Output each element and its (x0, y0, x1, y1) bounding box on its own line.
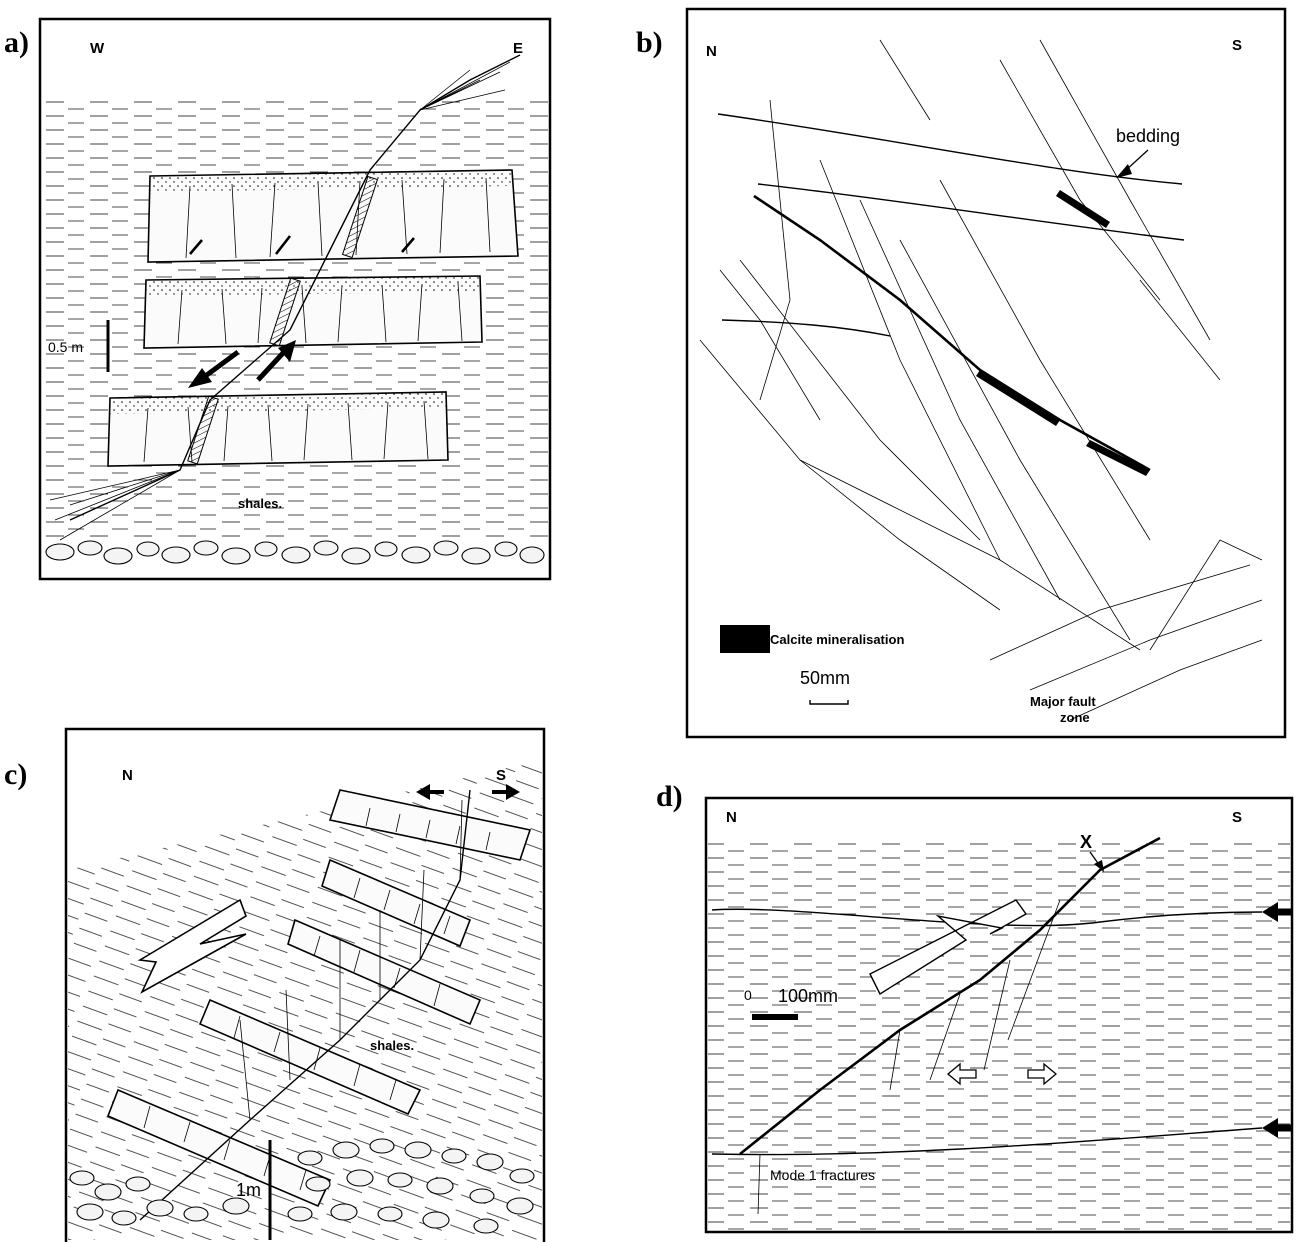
panel-a-scale-label: 0.5 m (48, 339, 83, 355)
panel-b-bedding-label: bedding (1116, 126, 1180, 146)
panel-c-scale-label: 1m (236, 1180, 261, 1200)
panel-d-south-label: S (1232, 809, 1242, 826)
panel-c-shales-label: shales. (370, 1038, 414, 1053)
panel-b-calcite-legend-label: Calcite mineralisation (770, 632, 904, 647)
panel-a-pebble-bed (46, 541, 544, 564)
panel-a-limestone-bed-middle (144, 276, 482, 348)
panel-d-north-label: N (726, 809, 737, 826)
panel-a-shales-label: shales. (238, 496, 282, 511)
panel-b-main-fault (754, 196, 1150, 470)
panel-d-scale-label: 100mm (778, 986, 838, 1006)
panel-a-west-label: W (90, 40, 105, 57)
panel-d-fractures-label: Mode 1 fractures (770, 1167, 875, 1183)
panel-b-north-label: N (706, 43, 717, 60)
panel-b-label: b) (636, 26, 663, 59)
panel-b-calcite-vein-1 (976, 370, 1060, 426)
panel-d-scale-bar (752, 1014, 798, 1020)
panel-b-bedding-line-1 (718, 114, 1182, 184)
panel-d: d) N S X 0 100mm (656, 780, 1292, 1232)
panel-d-label: d) (656, 780, 683, 813)
panel-b-calcite-legend-swatch (720, 625, 770, 653)
panel-c-label: c) (4, 758, 27, 791)
panel-a-label: a) (4, 26, 29, 59)
panel-a-east-label: E (513, 40, 523, 57)
panel-c-north-label: N (122, 767, 133, 784)
panel-b-fault-zone-hatching (990, 540, 1262, 720)
panel-b-scale-bar (810, 700, 848, 704)
panel-b-scale-label: 50mm (800, 668, 850, 688)
panel-b-calcite-vein-3 (1056, 190, 1110, 228)
panel-b-calcite-vein-2 (1086, 440, 1150, 476)
panel-d-x-marker: X (1080, 832, 1092, 852)
panel-a-limestone-bed-lower (108, 392, 448, 466)
panel-a: a) W E (4, 19, 550, 579)
panel-b-bedding-arrow (1116, 150, 1148, 178)
panel-b-bedding-line-2 (758, 184, 1184, 240)
panel-a-limestone-bed-upper (148, 170, 518, 262)
panel-b-fault-zone-label-1: Major fault (1030, 694, 1096, 709)
panel-d-scale-zero: 0 (744, 987, 752, 1003)
panel-b-south-label: S (1232, 37, 1242, 54)
panel-c: c) N S (4, 729, 544, 1242)
panel-b-bedding-line-3 (722, 320, 890, 336)
panel-b: b) N S bedding (636, 9, 1285, 737)
panel-b-fault-zone-label-2: zone (1060, 710, 1090, 725)
